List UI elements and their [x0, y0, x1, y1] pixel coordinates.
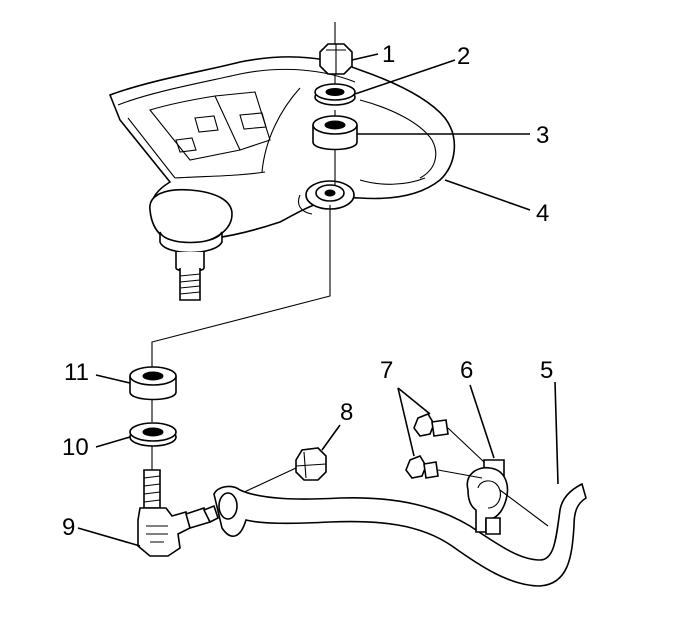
nut-part-8 — [239, 424, 341, 495]
retainer-part-2 — [314, 59, 456, 106]
leader-part-4 — [444, 179, 531, 211]
upper-control-arm — [108, 56, 456, 301]
callout-6: 6 — [460, 357, 473, 384]
clamp-part-6 — [466, 384, 549, 535]
retainer-part-10 — [95, 422, 177, 448]
stabilizer-link-part-9 — [77, 469, 219, 557]
callout-10: 10 — [62, 434, 89, 461]
bolts-part-7 — [397, 387, 485, 479]
stabilizer-shaft-part-5 — [213, 381, 587, 587]
nut-part-1 — [319, 43, 379, 75]
bushing-part-3 — [312, 115, 530, 151]
bushing-part-11 — [95, 366, 177, 401]
callout-9: 9 — [62, 514, 75, 541]
callout-8: 8 — [340, 399, 353, 426]
callout-5: 5 — [540, 357, 553, 384]
callout-11: 11 — [64, 359, 89, 386]
callout-3: 3 — [536, 122, 549, 149]
callout-2: 2 — [457, 43, 470, 70]
callout-4: 4 — [536, 200, 549, 227]
centerline-dogleg — [151, 205, 331, 372]
callout-7: 7 — [380, 357, 393, 384]
callout-1: 1 — [382, 41, 395, 68]
